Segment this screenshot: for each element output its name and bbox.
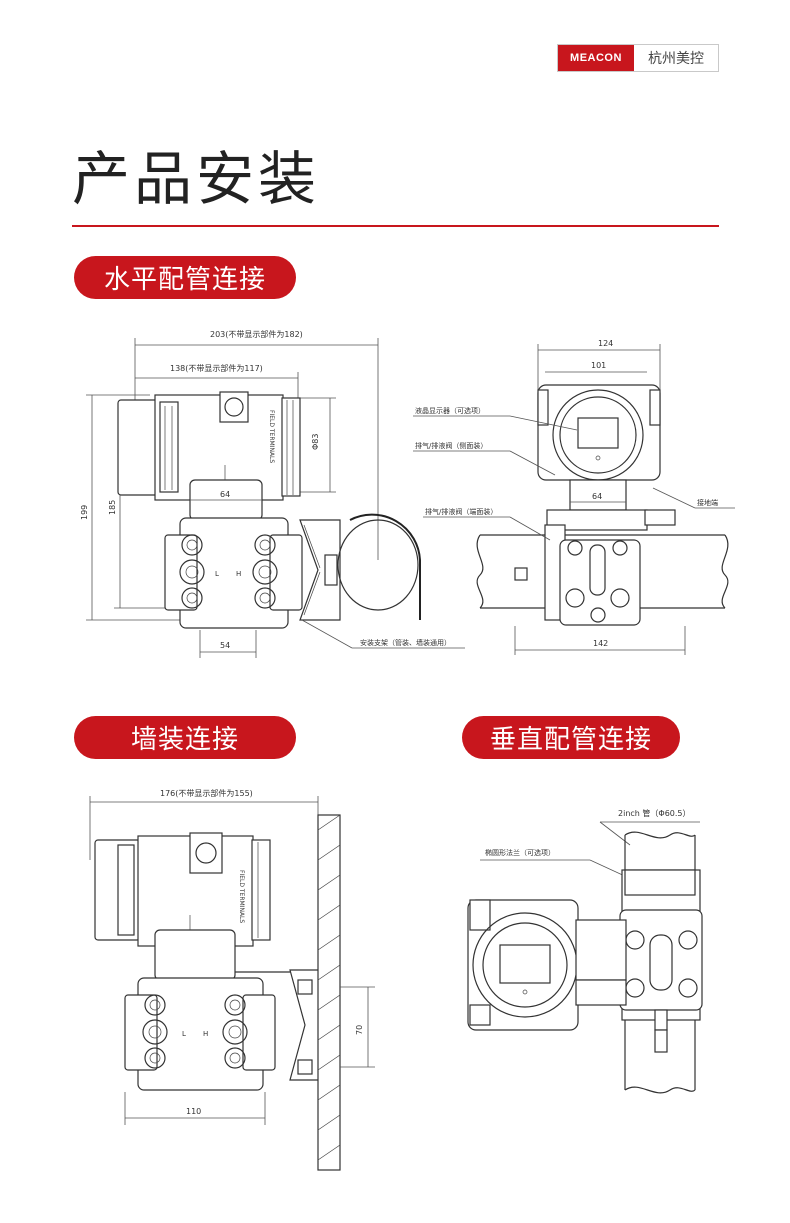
- svg-text:H: H: [203, 1030, 208, 1038]
- label-ground: 接地端: [697, 498, 718, 507]
- svg-text:L: L: [182, 1030, 186, 1038]
- diagram-horizontal-side: 124 101 64 142 液晶显示器（可选项） 排气/排液阀（侧面装） 排气…: [413, 339, 735, 655]
- dim-142: 142: [593, 639, 608, 648]
- brand-logo: MEACON 杭州美控: [557, 44, 719, 72]
- dim-110: 110: [186, 1107, 201, 1116]
- dim-height-199: 199: [80, 505, 89, 520]
- section-label-horizontal: 水平配管连接: [74, 256, 296, 299]
- dim-height-185: 185: [108, 500, 117, 515]
- dim-54: 54: [220, 641, 230, 650]
- wall-nameplate-text: FIELD TERMINALS: [238, 870, 245, 923]
- page-title: 产品安装: [72, 145, 321, 213]
- label-bracket: 安装支架（管装、墙装通用）: [360, 638, 451, 647]
- label-vent-side: 排气/排液阀（侧面装）: [415, 441, 487, 450]
- label-lcd: 液晶显示器（可选项）: [415, 406, 485, 415]
- dim-101: 101: [591, 361, 606, 370]
- label-vent-end: 排气/排液阀（端面装）: [425, 507, 497, 516]
- diagram-wall: 176(不带显示部件为155) FIELD TERMINALS L H: [89, 788, 375, 1171]
- dim-64-side: 64: [592, 492, 602, 501]
- dim-70: 70: [355, 1025, 364, 1035]
- dim-wall-width: 176(不带显示部件为155): [160, 788, 253, 798]
- svg-text:L: L: [215, 570, 219, 578]
- logo-text: 杭州美控: [648, 51, 704, 67]
- nameplate-text: FIELD TERMINALS: [268, 410, 275, 463]
- title-divider: [72, 225, 719, 227]
- dim-dia-83: Φ83: [311, 434, 320, 450]
- dim-64-front: 64: [220, 490, 230, 499]
- label-pipe: 2inch 管（Φ60.5）: [618, 808, 691, 818]
- section-label-wall: 墙装连接: [74, 716, 296, 759]
- diagram-vertical: 2inch 管（Φ60.5） 椭圆形法兰（可选项）: [467, 808, 703, 1094]
- diagram-horizontal-front: 203(不带显示部件为182) 138(不带显示部件为117) 199 185 …: [80, 329, 465, 658]
- logo-mark: MEACON: [558, 45, 634, 71]
- dim-housing-width: 138(不带显示部件为117): [170, 363, 263, 373]
- section-label-vertical: 垂直配管连接: [462, 716, 680, 759]
- dim-124: 124: [598, 339, 613, 348]
- label-flange: 椭圆形法兰（可选项）: [485, 848, 555, 857]
- svg-text:H: H: [236, 570, 241, 578]
- dim-total-width: 203(不带显示部件为182): [210, 329, 303, 339]
